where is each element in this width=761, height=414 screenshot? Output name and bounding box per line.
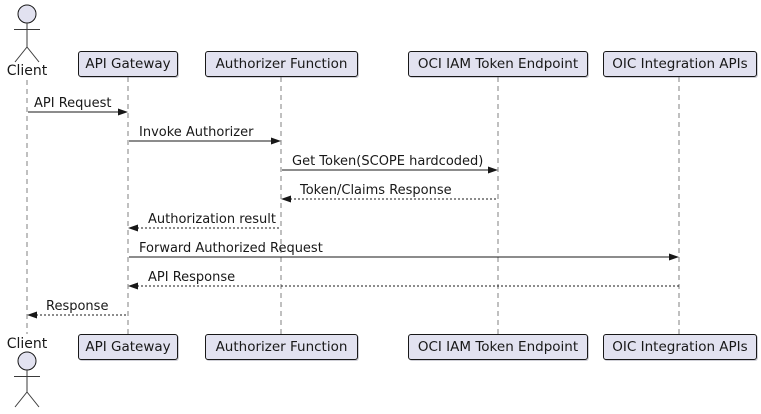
actor-figure-top [14,4,40,63]
arrowhead-right-icon [118,108,128,116]
message-label-authorization-result: Authorization result [148,212,276,227]
arrowhead-right-icon [669,253,679,261]
arrowhead-left-icon [128,224,138,232]
participant-box-oic-integration-apis-bottom: OIC Integration APIs [603,334,757,360]
message-label-api-request: API Request [34,96,112,111]
actor-head-icon [17,351,37,371]
message-arrow-forward-authorized-request [129,253,679,261]
message-arrow-response [27,311,128,319]
message-label-get-token: Get Token(SCOPE hardcoded) [292,154,484,169]
message-arrow-api-response [128,282,679,290]
arrowhead-right-icon [271,137,281,145]
actor-figure-bottom [14,351,40,408]
actor-label-client-top: Client [6,63,48,79]
arrowhead-left-icon [128,282,138,290]
actor-label-client-bottom: Client [6,336,48,352]
arrowhead-left-icon [27,311,37,319]
participant-box-oci-iam-token-endpoint-top: OCI IAM Token Endpoint [408,51,588,77]
message-label-response: Response [46,299,109,314]
message-label-api-response: API Response [148,270,236,285]
arrowhead-left-icon [281,195,291,203]
arrowhead-right-icon [488,166,498,174]
message-arrow-token-claims-response [281,195,498,203]
participant-box-authorizer-function-bottom: Authorizer Function [205,334,358,360]
message-arrow-get-token [282,166,498,174]
message-label-invoke-authorizer: Invoke Authorizer [139,125,254,140]
participant-box-authorizer-function-top: Authorizer Function [205,51,358,77]
participant-box-api-gateway-bottom: API Gateway [78,334,178,360]
participant-box-oci-iam-token-endpoint-bottom: OCI IAM Token Endpoint [408,334,588,360]
message-label-token-claims-response: Token/Claims Response [300,183,452,198]
actor-head-icon [17,4,37,24]
message-arrow-authorization-result [128,224,281,232]
participant-box-api-gateway-top: API Gateway [78,51,178,77]
participant-box-oic-integration-apis-top: OIC Integration APIs [603,51,757,77]
message-arrow-api-request [28,108,128,116]
message-arrow-invoke-authorizer [129,137,281,145]
message-label-forward-authorized-request: Forward Authorized Request [139,241,323,256]
